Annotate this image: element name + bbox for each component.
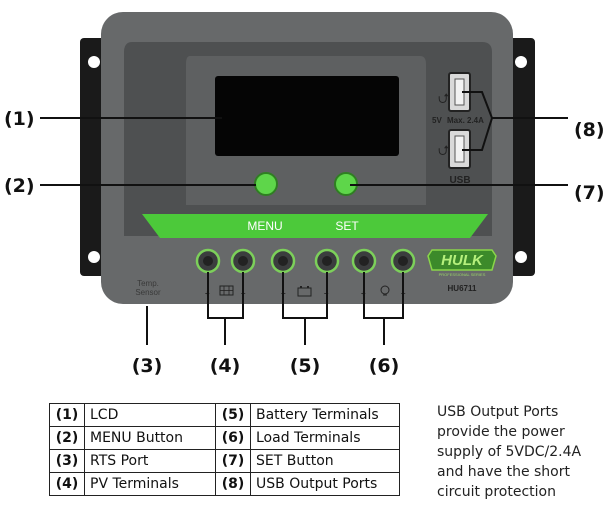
legend-row: (3) RTS Port (7) SET Button (49, 449, 400, 473)
right-mounting-bracket (507, 38, 535, 276)
lightbulb-icon (380, 285, 390, 296)
legend-label: Load Terminals (250, 426, 400, 450)
callout-2: (2) (4, 175, 35, 197)
legend-number: (4) (49, 472, 85, 496)
legend-table: (1) LCD (5) Battery Terminals (2) MENU B… (49, 403, 400, 496)
usb-label: USB (449, 175, 470, 186)
load-terminal-negative[interactable] (390, 248, 416, 274)
temp-sensor-label-line2: Sensor (135, 288, 161, 297)
callout-1: (1) (4, 108, 35, 130)
legend-number: (7) (215, 449, 251, 473)
callout-5: (5) (290, 355, 321, 377)
callout-bracket-5 (282, 272, 328, 345)
lcd-screen (215, 76, 399, 156)
brand-logo-text: HULK (441, 252, 484, 269)
callout-bracket-6 (363, 272, 404, 345)
legend-number: (5) (215, 403, 251, 427)
set-label: SET (335, 219, 359, 233)
solar-panel-icon (219, 285, 234, 296)
legend-row: (2) MENU Button (6) Load Terminals (49, 426, 400, 450)
callout-8: (8) (574, 119, 605, 141)
legend-row: (1) LCD (5) Battery Terminals (49, 403, 400, 427)
pv-terminal-negative[interactable] (230, 248, 256, 274)
left-bracket-hole-top (88, 56, 100, 68)
green-label-strip (142, 214, 488, 238)
usb-symbol-icon: ⮍ (438, 91, 449, 107)
model-number: HU6711 (448, 284, 477, 293)
battery-terminal-negative[interactable] (314, 248, 340, 274)
hulk-logo: HULK PROFESSIONAL SERIES (427, 249, 497, 277)
brand-sub-text: PROFESSIONAL SERIES (439, 272, 486, 277)
callout-3: (3) (132, 355, 163, 377)
legend-label: MENU Button (84, 426, 216, 450)
right-bracket-hole-bottom (515, 251, 527, 263)
legend-label: Battery Terminals (250, 403, 400, 427)
usb-note: USB Output Ports provide the power suppl… (437, 404, 582, 500)
load-terminal-positive[interactable] (351, 248, 377, 274)
legend-number: (3) (49, 449, 85, 473)
legend-label: USB Output Ports (250, 472, 400, 496)
charge-controller-diagram: MENU SET ⮍ 5V Max. 2.4A ⮍ USB (4, 12, 605, 377)
usb-symbol-icon-2: ⮍ (438, 143, 449, 159)
legend-label: LCD (84, 403, 216, 427)
legend-number: (2) (49, 426, 85, 450)
callout-bracket-4 (207, 272, 244, 345)
menu-label: MENU (247, 219, 282, 233)
callout-7: (7) (574, 182, 605, 204)
usb-5v-label: 5V (432, 116, 442, 125)
callout-bracket-8 (462, 91, 568, 151)
usb-max-label: Max. 2.4A (447, 116, 484, 125)
legend-number: (1) (49, 403, 85, 427)
right-bracket-hole-top (515, 56, 527, 68)
callout-6: (6) (369, 355, 400, 377)
terminal-row (195, 248, 416, 274)
temp-sensor-label-line1: Temp. (137, 279, 159, 288)
battery-icon (297, 286, 312, 297)
callout-4: (4) (210, 355, 241, 377)
legend-number: (8) (215, 472, 251, 496)
legend-row: (4) PV Terminals (8) USB Output Ports (49, 472, 400, 496)
legend-label: SET Button (250, 449, 400, 473)
battery-terminal-positive[interactable] (270, 248, 296, 274)
legend-label: RTS Port (84, 449, 216, 473)
legend-number: (6) (215, 426, 251, 450)
left-bracket-hole-bottom (88, 251, 100, 263)
menu-button[interactable] (254, 172, 278, 196)
pv-terminal-positive[interactable] (195, 248, 221, 274)
legend-label: PV Terminals (84, 472, 216, 496)
